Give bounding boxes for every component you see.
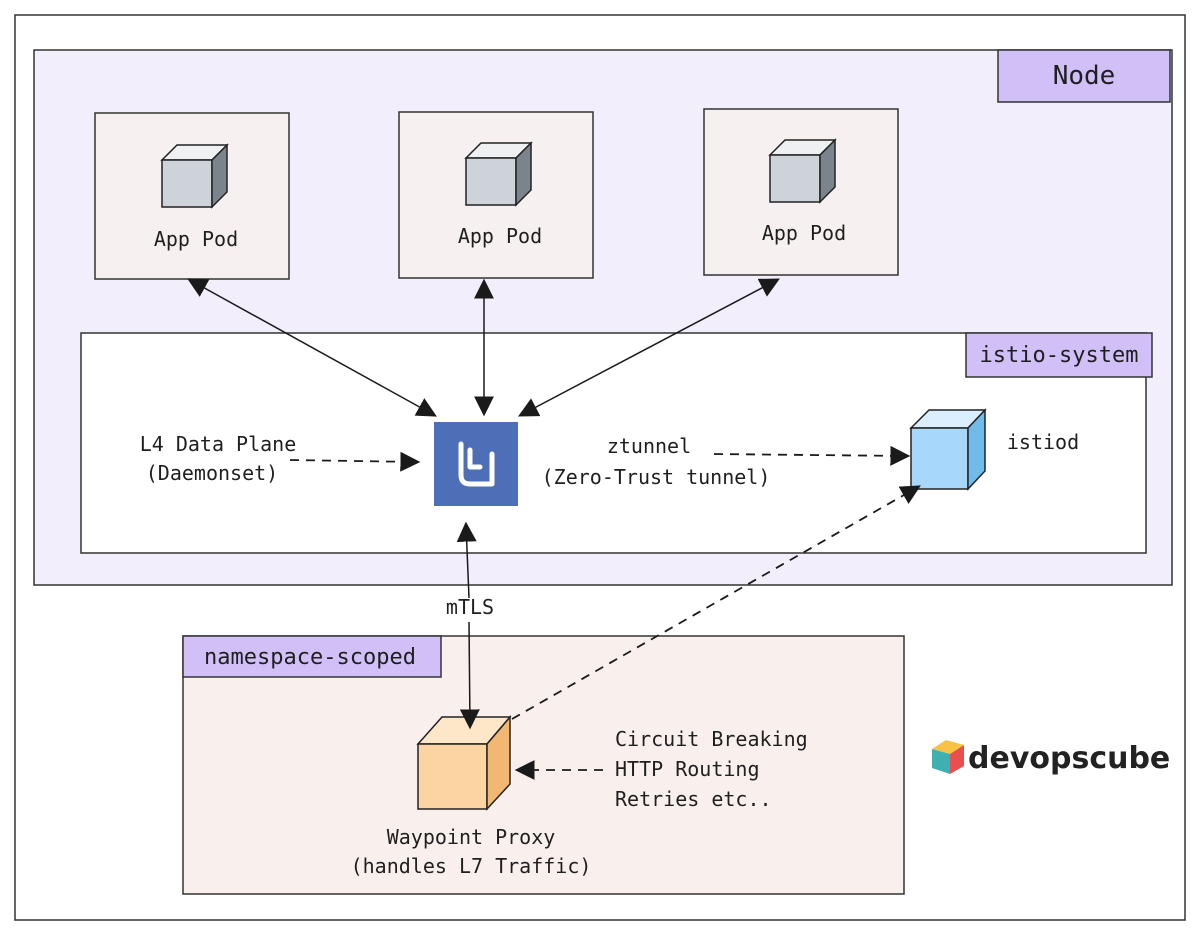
cube-icon [160,143,229,209]
namespace-scoped-container [182,635,905,895]
namespace-scoped-label: namespace-scoped [204,645,416,670]
arrow-pod3-ztunnel [518,278,780,417]
waypoint-proxy-label: Waypoint Proxy [387,825,556,849]
waypoint-cube-icon [416,714,512,811]
app-pod-2-label: App Pod [458,224,542,248]
app-pod-3-label: App Pod [762,221,846,245]
mtls-label: mTLS [446,595,494,619]
l4-data-plane-label: L4 Data Plane [140,432,297,456]
devopscube-brand-text: devopscube [968,741,1170,776]
app-pod-1: App Pod [94,112,290,280]
daemonset-label: (Daemonset) [146,461,278,485]
app-pod-1-label: App Pod [154,227,238,251]
cube-icon [768,138,837,204]
node-tag: Node [997,49,1171,103]
istio-system-label: istio-system [980,343,1139,368]
arrow-pod1-ztunnel [187,278,437,417]
zero-trust-tunnel-label: (Zero-Trust tunnel) [542,465,771,489]
arrow-waypoint-istiod [511,485,921,720]
arrow-l4-ztunnel [289,451,421,472]
circuit-breaking-label: Circuit Breaking [615,727,808,751]
istiod-label: istiod [1007,430,1079,454]
istio-system-tag: istio-system [965,332,1153,378]
istiod-cube-icon [909,408,987,491]
handles-l7-traffic-label: (handles L7 Traffic) [351,854,592,878]
app-pod-3: App Pod [703,108,899,276]
app-pod-2: App Pod [398,111,594,279]
arrow-mtls-lower [459,621,480,730]
node-label: Node [1053,61,1116,91]
cube-icon [464,141,533,207]
ztunnel-logo-icon [434,422,518,506]
devopscube-logo-icon [932,740,964,774]
ztunnel-label: ztunnel [607,434,691,458]
arrow-mtls-upper [456,521,477,599]
retries-label: Retries etc.. [615,787,772,811]
http-routing-label: HTTP Routing [615,757,760,781]
arrow-ztunnel-istiod [713,445,911,466]
namespace-scoped-tag: namespace-scoped [182,635,442,678]
